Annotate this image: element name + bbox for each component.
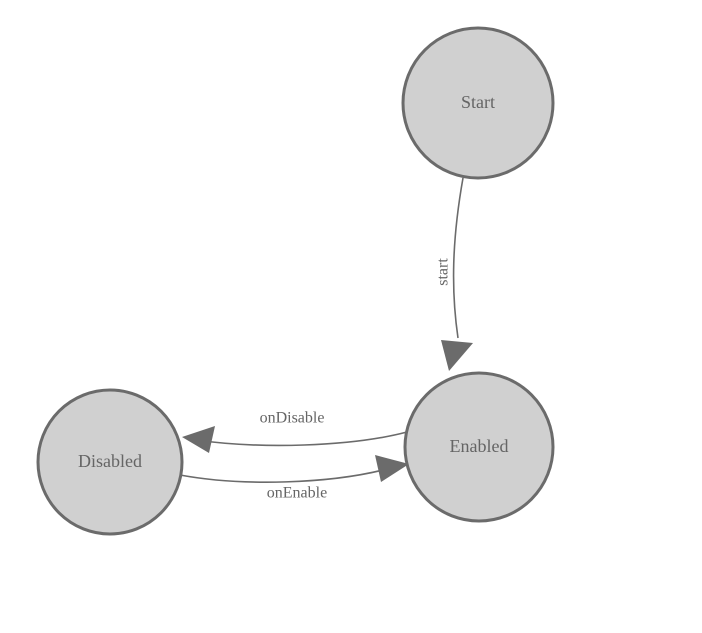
node-enabled-circle bbox=[403, 371, 555, 523]
edge-disabled-to-enabled[interactable]: onEnable bbox=[179, 455, 409, 502]
node-start[interactable]: Start bbox=[401, 26, 555, 180]
node-enabled[interactable]: Enabled bbox=[403, 371, 555, 523]
node-disabled-label: Disabled bbox=[78, 451, 142, 471]
node-start-circle bbox=[401, 26, 555, 180]
edge-start-to-enabled[interactable]: start bbox=[435, 177, 473, 371]
edge-start-to-enabled-arrowhead bbox=[441, 340, 473, 371]
edge-disabled-to-enabled-arrowhead bbox=[375, 455, 409, 482]
edge-label-ondisable: onDisable bbox=[260, 410, 325, 427]
node-disabled-circle bbox=[36, 388, 184, 536]
edge-enabled-to-disabled-path bbox=[195, 431, 408, 447]
edge-enabled-to-disabled[interactable]: onDisable bbox=[182, 410, 408, 453]
edge-enabled-to-disabled-arrowhead bbox=[182, 426, 215, 453]
edge-label-start: start bbox=[435, 258, 452, 286]
node-enabled-label: Enabled bbox=[450, 436, 509, 456]
edge-disabled-to-enabled-path bbox=[179, 469, 384, 483]
node-disabled[interactable]: Disabled bbox=[36, 388, 184, 536]
node-start-label: Start bbox=[461, 92, 495, 112]
edge-start-to-enabled-path bbox=[452, 177, 464, 339]
edge-label-onenable: onEnable bbox=[267, 485, 327, 502]
